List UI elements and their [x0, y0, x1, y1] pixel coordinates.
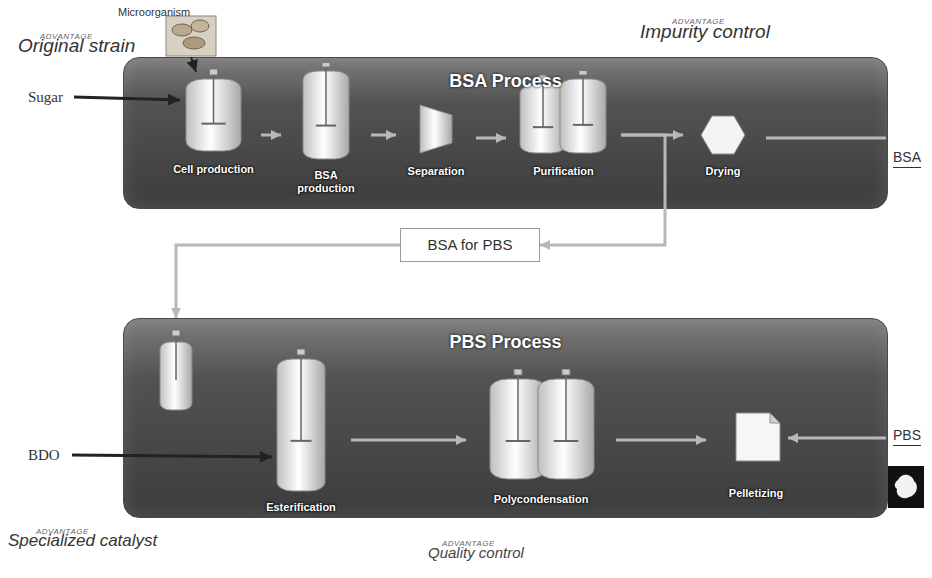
feed-name: Sugar: [28, 89, 63, 106]
equipment-icon: [706, 403, 806, 483]
vessel-icon: [520, 75, 566, 153]
box-label: BSA for PBS: [427, 236, 512, 254]
label-holder: Sugar: [28, 88, 63, 106]
label-holder: Quality control: [428, 544, 524, 562]
equipment-icon: [683, 109, 763, 161]
advantage-note: Original strain: [18, 35, 135, 57]
illustration-caption: Microorganism: [118, 6, 190, 18]
process-panel: BSA ProcessCell production BSA production…: [123, 57, 888, 209]
pelletizer-icon: [736, 413, 780, 461]
label-holder: Specialized catalyst: [8, 531, 157, 551]
dryer-icon: [701, 116, 745, 154]
panel-title: BSA Process: [124, 70, 887, 92]
process-unit: Pelletizing: [706, 403, 806, 503]
bdo-feed-arrow: [72, 455, 272, 457]
product-name: BSA: [893, 149, 921, 168]
unit-label: Esterification: [266, 501, 336, 514]
vessel-icon: [560, 71, 606, 153]
process-unit: Cell production: [166, 69, 261, 179]
flow-connector: [616, 439, 706, 442]
label-holder: BSA: [893, 148, 921, 168]
label-holder: BDO: [28, 446, 60, 464]
pellet-photo: [888, 466, 924, 508]
bsa-output-line: [766, 137, 886, 140]
unit-label: Polycondensation: [494, 493, 589, 506]
equipment-icon: [251, 349, 351, 497]
impurity-cloud: [616, 0, 791, 56]
process-unit: Separation: [396, 99, 476, 181]
pbs-output-arrow: [788, 437, 886, 440]
label-holder: Original strain: [18, 35, 135, 57]
separator-icon: [420, 105, 452, 153]
equipment-icon: [166, 69, 261, 159]
advantage-note: Specialized catalyst: [8, 531, 157, 551]
unit-label: Cell production: [173, 163, 254, 176]
feed-box: BSA for PBS: [400, 228, 540, 262]
advantage-note: Quality control: [428, 544, 524, 561]
unit-label: BSA production: [291, 169, 361, 195]
unit-label: Drying: [706, 165, 741, 178]
vessel-icon: [277, 349, 325, 491]
flow-connector: [261, 134, 281, 137]
vessel-icon: [538, 369, 594, 479]
process-unit: Drying: [683, 109, 763, 181]
product-name: PBS: [893, 427, 921, 446]
label-holder: PBS: [893, 426, 921, 446]
feed-name: BDO: [28, 447, 60, 464]
vessel-icon: [186, 69, 241, 151]
label-holder: Impurity control: [640, 21, 770, 43]
unit-label: Purification: [533, 165, 594, 178]
flow-connector: [176, 245, 400, 318]
equipment-icon: [281, 63, 371, 178]
process-unit: Esterification: [251, 349, 351, 517]
process-panel: PBS ProcessEsterification Polycondensatio…: [123, 318, 888, 518]
equipment-icon: [466, 369, 616, 489]
panel-title: PBS Process: [124, 331, 887, 353]
unit-label: Separation: [408, 165, 465, 178]
flow-connector: [351, 439, 466, 442]
flow-connector: [371, 134, 396, 137]
flow-connector: [476, 137, 506, 140]
equipment-icon: [396, 99, 476, 161]
process-unit: BSA production: [281, 63, 371, 198]
label-holder: Microorganism: [118, 2, 190, 20]
unit-label: Pelletizing: [729, 487, 783, 500]
process-unit: Polycondensation: [466, 369, 616, 509]
vessel-icon: [303, 63, 349, 159]
advantage-note: Impurity control: [640, 21, 770, 43]
